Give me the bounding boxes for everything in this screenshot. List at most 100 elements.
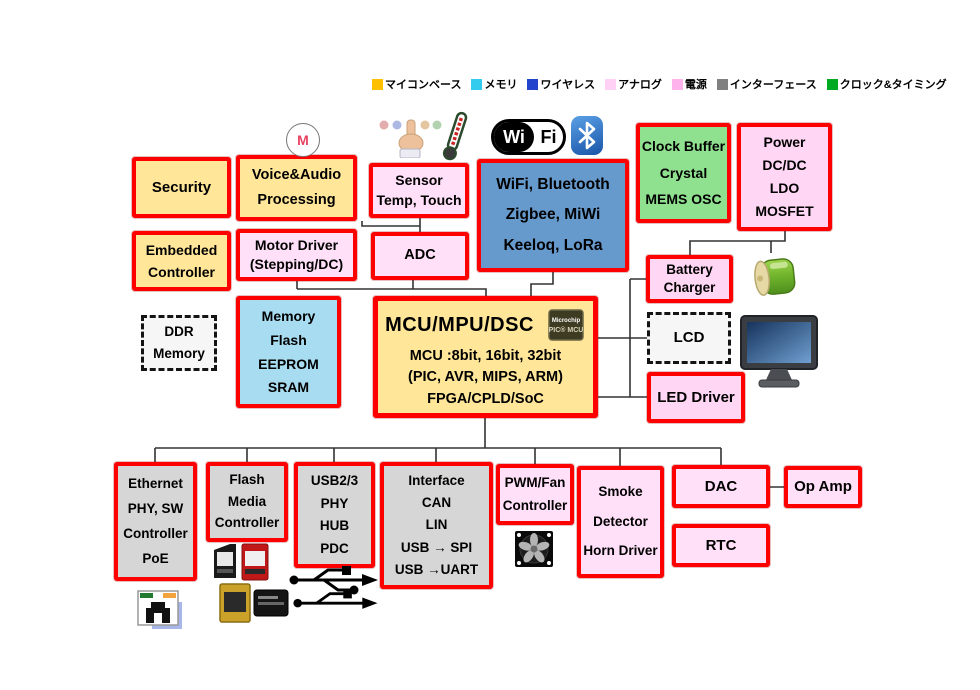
box-flash-media: Flash Media Controller (206, 462, 288, 542)
box-interface-line: USB → SPI (400, 539, 473, 555)
legend-swatch (527, 78, 539, 90)
box-power-line: Power (763, 134, 806, 151)
wire-right (598, 231, 786, 398)
pic-mcu-chip-icon: Microchip PIC® MCU (548, 309, 584, 341)
legend-item-wireless: ワイヤレス (527, 76, 595, 92)
box-security-label: Security (151, 178, 212, 196)
legend-item-power: 電源 (671, 76, 707, 92)
box-ddr-memory-line: DDR (164, 324, 194, 340)
box-memory-line: SRAM (267, 379, 310, 396)
fan-icon (515, 531, 553, 567)
box-wireless-line: Keeloq, LoRa (503, 236, 603, 254)
box-memory: Memory Flash EEPROM SRAM (236, 296, 341, 408)
box-usb23-line: PDC (320, 540, 349, 556)
legend-item-clock: クロック&タイミング (826, 76, 947, 92)
box-clock-buffer: Clock Buffer Crystal MEMS OSC (636, 123, 731, 223)
box-adc: ADC (371, 232, 469, 280)
wifi-logo-icon: Wi Fi (491, 119, 566, 155)
box-flash-media-line: Flash (229, 472, 265, 488)
box-led-driver-label: LED Driver (657, 388, 735, 406)
legend-item-interface: インターフェース (716, 76, 817, 92)
legend-label: 電源 (684, 79, 707, 91)
box-pwm-fan: PWM/Fan Controller (496, 464, 574, 525)
box-battery-charger-line: Battery (666, 261, 713, 277)
box-ethernet-line: PoE (142, 550, 169, 566)
box-mcu-line: MCU :8bit, 16bit, 32bit (409, 348, 562, 365)
box-lcd: LCD (647, 312, 731, 364)
mcu-title: MCU/MPU/DSC (385, 313, 534, 336)
bluetooth-rune (578, 121, 596, 150)
box-ethernet: Ethernet PHY, SW Controller PoE (114, 462, 197, 581)
box-sensor-line: Sensor (395, 171, 443, 188)
box-sensor: Sensor Temp, Touch (369, 163, 469, 218)
legend-label: インターフェース (729, 79, 817, 91)
thermometer-icon (442, 111, 468, 161)
box-interface-line: USB →UART (394, 561, 479, 577)
touch-sensor-icon (379, 119, 442, 158)
legend-swatch (716, 78, 728, 90)
box-ethernet-line: Ethernet (128, 475, 183, 491)
box-security: Security (132, 157, 231, 218)
legend-swatch (826, 78, 838, 90)
legend-swatch (471, 78, 483, 90)
ethernet-port-icon (137, 590, 182, 629)
box-usb23: USB2/3 PHY HUB PDC (294, 462, 375, 568)
box-interface-line: LIN (425, 517, 448, 533)
legend-item-memory: メモリ (471, 76, 517, 92)
legend-label: メモリ (484, 79, 518, 91)
box-motor-driver-line: Motor Driver (254, 236, 339, 253)
box-wireless-line: Zigbee, MiWi (505, 206, 601, 224)
box-sensor-line: Temp, Touch (376, 192, 462, 209)
legend-swatch (671, 78, 683, 90)
box-ddr-memory-line: Memory (153, 345, 205, 361)
box-memory-line: EEPROM (258, 355, 319, 372)
legend-label: クロック&タイミング (839, 79, 947, 91)
box-smoke-detector: Smoke Detector Horn Driver (577, 466, 664, 578)
box-flash-media-line: Controller (214, 515, 280, 531)
bluetooth-icon (571, 116, 603, 155)
box-lcd-label: LCD (673, 329, 705, 347)
memory-cards-icon (214, 543, 289, 623)
box-voice-audio-line: Processing (257, 191, 336, 208)
box-voice-audio-line: Voice&Audio (251, 167, 342, 184)
box-interface-line: Interface (408, 473, 465, 489)
chip-label-text: PIC® MCU (549, 326, 584, 334)
box-usb23-line: HUB (319, 518, 350, 534)
legend-swatch (605, 78, 617, 90)
box-rtc-label: RTC (705, 536, 737, 554)
legend: マイコンベース メモリ ワイヤレス アナログ 電源 インターフェース クロック&… (372, 76, 947, 92)
battery-icon (754, 258, 796, 296)
box-voice-audio: Voice&Audio Processing (236, 155, 357, 221)
legend-label: ワイヤレス (540, 79, 596, 91)
usb-trident-icon (289, 566, 378, 609)
box-power: Power DC/DC LDO MOSFET (737, 123, 832, 231)
box-motor-driver: Motor Driver (Stepping/DC) (236, 229, 357, 281)
box-adc-label: ADC (404, 247, 436, 264)
wire-bottom-bus (154, 418, 784, 488)
legend-label: アナログ (618, 79, 662, 91)
box-embedded-controller-line: Embedded (145, 241, 218, 258)
box-mcu-line: FPGA/CPLD/SoC (427, 390, 544, 407)
legend-item-analog: アナログ (605, 76, 662, 92)
box-pwm-fan-line: PWM/Fan (504, 475, 566, 491)
box-wireless-line: WiFi, Bluetooth (496, 176, 610, 194)
box-interface: Interface CAN LIN USB → SPI USB →UART (380, 462, 493, 589)
motor-icon: M (286, 123, 320, 157)
box-battery-charger: Battery Charger (646, 255, 733, 303)
box-smoke-detector-line: Smoke (598, 484, 643, 500)
box-clock-buffer-line: MEMS OSC (645, 191, 722, 208)
wifi-logo-wi: Wi (494, 122, 534, 152)
box-ddr-memory: DDR Memory (141, 315, 217, 371)
legend-swatch (372, 78, 383, 90)
box-embedded-controller: Embedded Controller (132, 231, 231, 291)
monitor-icon (740, 315, 818, 388)
box-rtc: RTC (672, 524, 770, 567)
legend-item-mcu-base: マイコンベース (372, 76, 461, 92)
box-motor-driver-line: (Stepping/DC) (249, 256, 344, 273)
box-flash-media-line: Media (227, 493, 267, 509)
box-pwm-fan-line: Controller (502, 497, 568, 513)
box-clock-buffer-line: Clock Buffer (641, 137, 726, 154)
box-usb23-line: PHY (320, 495, 349, 511)
box-op-amp: Op Amp (784, 466, 862, 508)
